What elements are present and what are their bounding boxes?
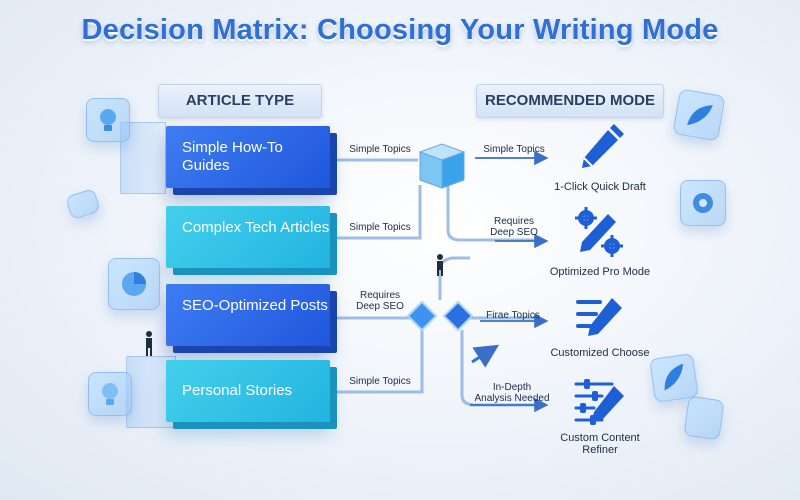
branch-label-1: Simple Topics [483,144,545,155]
page-title: Decision Matrix: Choosing Your Writing M… [81,14,719,46]
decision-diamond-2 [442,300,474,332]
pen-icon [582,124,624,168]
pie-chart-icon [108,258,160,310]
settings-gear-icon [680,180,726,226]
article-type-complex-tech: Complex Tech Articles [166,206,330,268]
mode-label-pro-mode: Optimized Pro Mode [549,266,651,278]
junction-cube [418,143,466,189]
flow-label-row-4: Simple Topics [349,376,411,387]
header-article-type: ARTICLE TYPE [158,84,322,118]
branch-label-3: Firae Topics [486,310,540,321]
lightbulb-icon-2 [88,372,132,416]
mode-label-quick-draft: 1-Click Quick Draft [554,181,646,193]
glass-card-icon [683,395,725,441]
sliders-pen-icon [574,379,624,425]
lightbulb-icon [86,98,130,142]
mode-label-content-refiner: Custom Content Refiner [560,432,640,456]
article-type-personal-stories: Personal Stories [166,360,330,422]
flow-label-row-1: Simple Topics [349,144,411,155]
flow-line-branch-2 [446,185,540,242]
branch-label-2: Requires Deep SEO [490,216,538,238]
gear-pen-icon [575,207,623,257]
feather-icon [672,88,726,142]
article-type-simple-how-to: Simple How-To Guides [166,126,330,188]
article-type-seo-optimized: SEO-Optimized Posts [166,284,330,346]
flow-label-row-2: Simple Topics [349,222,411,233]
branch-label-4: In-Depth Analysis Needed [474,382,550,404]
flow-line-row-2 [337,185,422,240]
flow-line-row-4 [337,330,424,394]
feather-icon-2 [649,353,699,403]
list-pen-icon [576,298,622,336]
person-figure-icon [146,331,152,356]
decision-diamond-1 [406,300,438,332]
flow-label-row-3: Requires Deep SEO [356,290,404,312]
mode-label-customized-choose: Customized Choose [550,347,650,359]
growth-arrow [471,344,500,368]
person-figure-icon-2 [437,254,443,276]
glass-block-left [120,122,166,194]
header-recommended-mode: RECOMMENDED MODE [476,84,664,118]
